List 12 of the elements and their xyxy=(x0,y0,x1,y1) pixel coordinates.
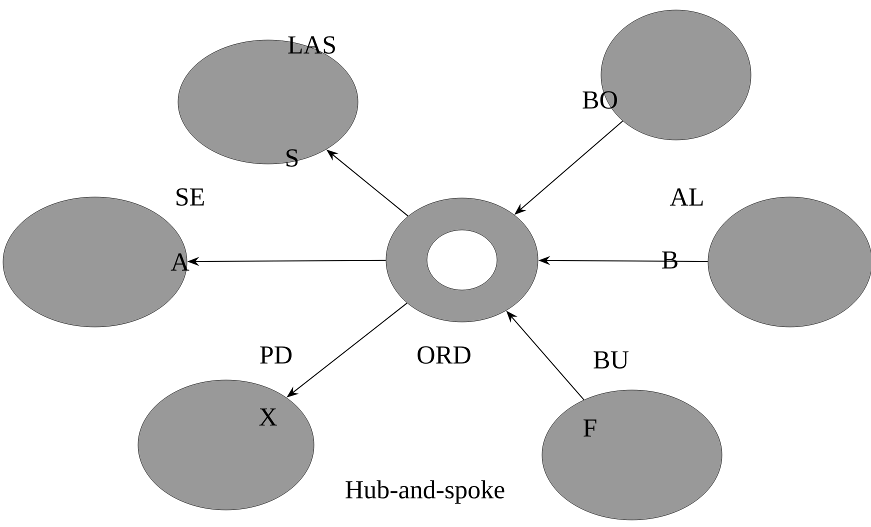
caption: Hub-and-spoke xyxy=(346,480,504,504)
node-label: AL xyxy=(670,188,703,206)
node-label: X xyxy=(259,408,277,426)
ring-node xyxy=(386,198,538,322)
node-label: BU xyxy=(594,351,629,369)
node-label: F xyxy=(584,419,596,436)
node-label: PD xyxy=(260,346,292,364)
ellipse-node xyxy=(708,196,871,328)
ellipse-node xyxy=(542,390,722,520)
node-caption: ORD xyxy=(418,346,470,364)
node-label: SE xyxy=(176,188,204,206)
ellipse-node xyxy=(138,380,314,510)
